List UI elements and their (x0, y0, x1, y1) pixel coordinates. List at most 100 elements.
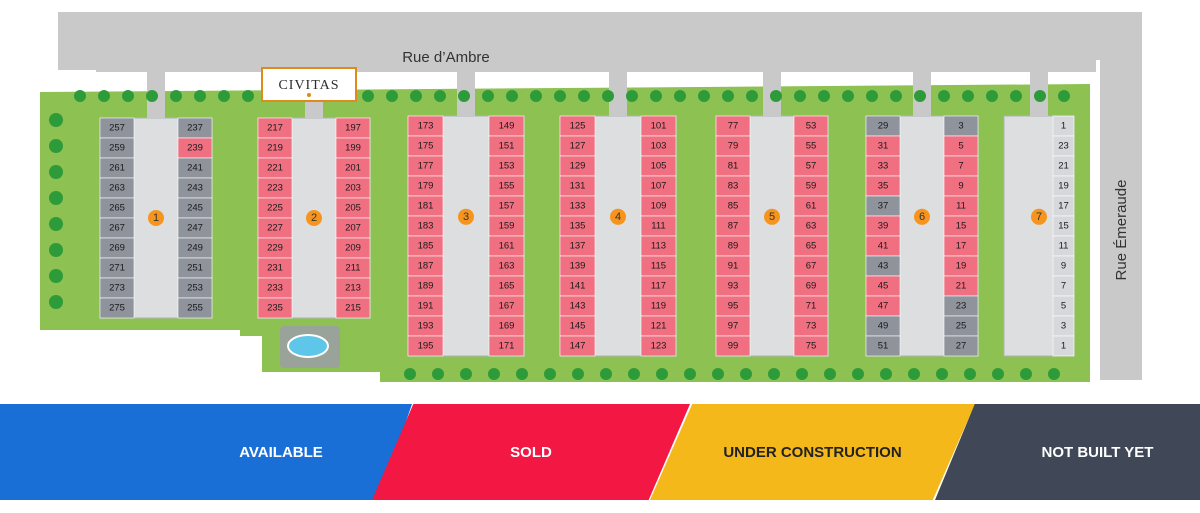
lot-label: 229 (267, 243, 283, 254)
block-3: 1731751771791811831851871891911931951491… (407, 72, 525, 357)
lot-123[interactable] (640, 335, 677, 357)
lot-51[interactable] (865, 335, 901, 357)
lot-195[interactable] (407, 335, 444, 357)
lot-label: 189 (418, 281, 434, 292)
lot-label: 7 (1061, 281, 1066, 292)
lot-label: 161 (499, 241, 515, 252)
lot-label: 213 (345, 283, 361, 294)
tree-icon (458, 90, 470, 102)
lot-label: 163 (499, 261, 515, 272)
road-rue-emeraude (1100, 12, 1142, 380)
lot-235[interactable] (257, 297, 293, 319)
lot-label: 75 (806, 341, 817, 352)
lot-label: 1 (1061, 121, 1066, 132)
block-marker-5[interactable] (764, 208, 780, 225)
lot-label: 123 (651, 341, 667, 352)
tree-icon (482, 90, 494, 102)
street-label-rue-dambre: Rue d’Ambre (402, 49, 490, 66)
lot-label: 111 (651, 221, 665, 232)
lot-label: 261 (109, 163, 125, 174)
tree-icon (824, 368, 836, 380)
block-marker-7[interactable] (1031, 208, 1047, 225)
pool-icon (287, 334, 329, 358)
block-marker-label: 2 (311, 212, 317, 224)
lot-label: 93 (728, 281, 739, 292)
block-marker-label: 6 (919, 211, 925, 223)
tree-icon (628, 368, 640, 380)
lot-label: 241 (187, 163, 203, 174)
tree-icon (49, 243, 63, 257)
lot-275[interactable] (99, 297, 135, 319)
lot-label: 85 (728, 201, 739, 212)
lot-label: 147 (570, 341, 586, 352)
lot-label: 17 (956, 241, 967, 252)
tree-icon (908, 368, 920, 380)
lot-label: 197 (345, 123, 361, 134)
lot-147[interactable] (559, 335, 596, 357)
lot-label: 47 (878, 301, 889, 312)
lot-label: 39 (878, 221, 889, 232)
block-marker-1[interactable] (148, 210, 164, 226)
lot-label: 45 (878, 281, 889, 292)
tree-icon (746, 90, 758, 102)
lot-label: 5 (958, 141, 963, 152)
lot-label: 243 (187, 183, 203, 194)
lot-99[interactable] (715, 335, 751, 357)
block-marker-label: 7 (1036, 211, 1042, 223)
lot-label: 191 (418, 301, 434, 312)
lot-label: 265 (109, 203, 125, 214)
lot-215[interactable] (335, 297, 371, 319)
block-marker-2[interactable] (306, 210, 322, 226)
lot-171[interactable] (488, 335, 525, 357)
lot-label: 131 (570, 181, 586, 192)
lot-75[interactable] (793, 335, 829, 357)
lot-label: 103 (651, 141, 667, 152)
lot-label: 41 (878, 241, 889, 252)
lot-label: 149 (499, 121, 515, 132)
tree-icon (49, 165, 63, 179)
lot-label: 275 (109, 303, 125, 314)
lot-label: 151 (499, 141, 515, 152)
lot-label: 233 (267, 283, 283, 294)
lot-label: 77 (728, 121, 739, 132)
lot-label: 69 (806, 281, 817, 292)
tree-icon (1048, 368, 1060, 380)
lot-1[interactable] (1052, 335, 1075, 357)
legend-not-built-yet: NOT BUILT YET (935, 404, 1200, 500)
tree-icon (914, 90, 926, 102)
tree-icon (122, 90, 134, 102)
lot-label: 15 (1058, 221, 1069, 232)
tree-icon (516, 368, 528, 380)
block-entrance (609, 72, 627, 116)
lot-label: 31 (878, 141, 889, 152)
tree-icon (194, 90, 206, 102)
lot-label: 155 (499, 181, 515, 192)
lot-255[interactable] (177, 297, 213, 319)
lot-label: 143 (570, 301, 586, 312)
lot-label: 175 (418, 141, 434, 152)
lot-label: 125 (570, 121, 586, 132)
lot-label: 9 (1061, 261, 1066, 272)
lot-label: 63 (806, 221, 817, 232)
lot-label: 211 (345, 263, 360, 274)
lot-label: 73 (806, 321, 817, 332)
tree-icon (49, 191, 63, 205)
tree-icon (1034, 90, 1046, 102)
tree-icon (49, 269, 63, 283)
lot-label: 269 (109, 243, 125, 254)
legend-label-available: AVAILABLE (239, 443, 323, 461)
lot-label: 137 (570, 241, 586, 252)
lot-label: 119 (651, 301, 666, 312)
road-rue-dambre (58, 12, 1128, 70)
block-marker-3[interactable] (458, 208, 474, 225)
lot-27[interactable] (943, 335, 979, 357)
tree-icon (410, 90, 422, 102)
lot-label: 37 (878, 201, 889, 212)
lot-label: 239 (187, 143, 203, 154)
tree-icon (386, 90, 398, 102)
lot-label: 207 (345, 223, 361, 234)
tree-icon (572, 368, 584, 380)
block-marker-6[interactable] (914, 208, 930, 225)
block-marker-4[interactable] (610, 208, 626, 225)
